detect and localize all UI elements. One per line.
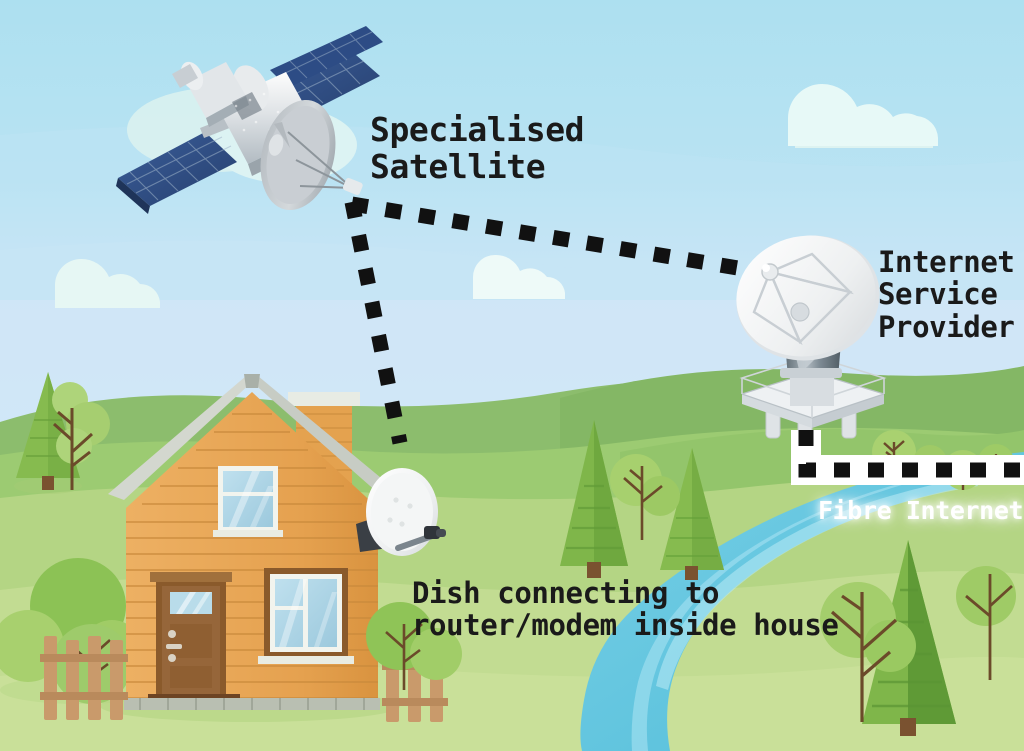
satellite-antenna-dish	[260, 99, 363, 211]
truss-hub	[790, 302, 810, 322]
cloud-top-right	[788, 83, 938, 148]
cloud-mid-left	[55, 258, 160, 308]
roof-ridge	[244, 374, 260, 388]
house-roof-right	[252, 376, 398, 500]
station-feed-truss	[752, 252, 854, 346]
conifer-right-of-center	[660, 448, 724, 580]
house-gable-window	[213, 466, 283, 537]
label-specialised-satellite: Specialised Satellite	[370, 110, 585, 186]
cloud-center	[473, 254, 565, 299]
dish-lnb	[424, 526, 440, 539]
house	[100, 374, 400, 722]
link-isp-fibre	[791, 430, 1024, 485]
label-internet-service-provider: Internet Service Provider	[878, 245, 1015, 344]
picket-fence-left	[40, 636, 128, 720]
label-dish-connecting-router-modem: Dish connecting to router/modem inside h…	[412, 576, 839, 643]
solar-panel-left	[116, 132, 237, 214]
chimney-cap	[288, 392, 360, 406]
deciduous-near-river-right	[956, 566, 1016, 680]
deciduous-foreground-right	[820, 582, 916, 722]
house-satellite-dish	[356, 468, 446, 556]
house-roof-left	[108, 376, 252, 500]
river-highlight-2	[656, 476, 978, 690]
deciduous-midground	[610, 454, 680, 540]
house-front-window	[258, 568, 354, 664]
isp-ground-station	[736, 235, 887, 439]
specialised-satellite	[116, 26, 383, 214]
house-front-door	[148, 572, 240, 706]
tree-deciduous-far-left	[52, 382, 110, 490]
conifer-center	[560, 420, 628, 578]
bush-right-of-house	[366, 602, 462, 690]
link-satellite-to-house	[344, 200, 408, 445]
station-parabolic-dish	[736, 235, 880, 361]
label-fibre-internet: Fibre Internet	[818, 496, 1024, 525]
